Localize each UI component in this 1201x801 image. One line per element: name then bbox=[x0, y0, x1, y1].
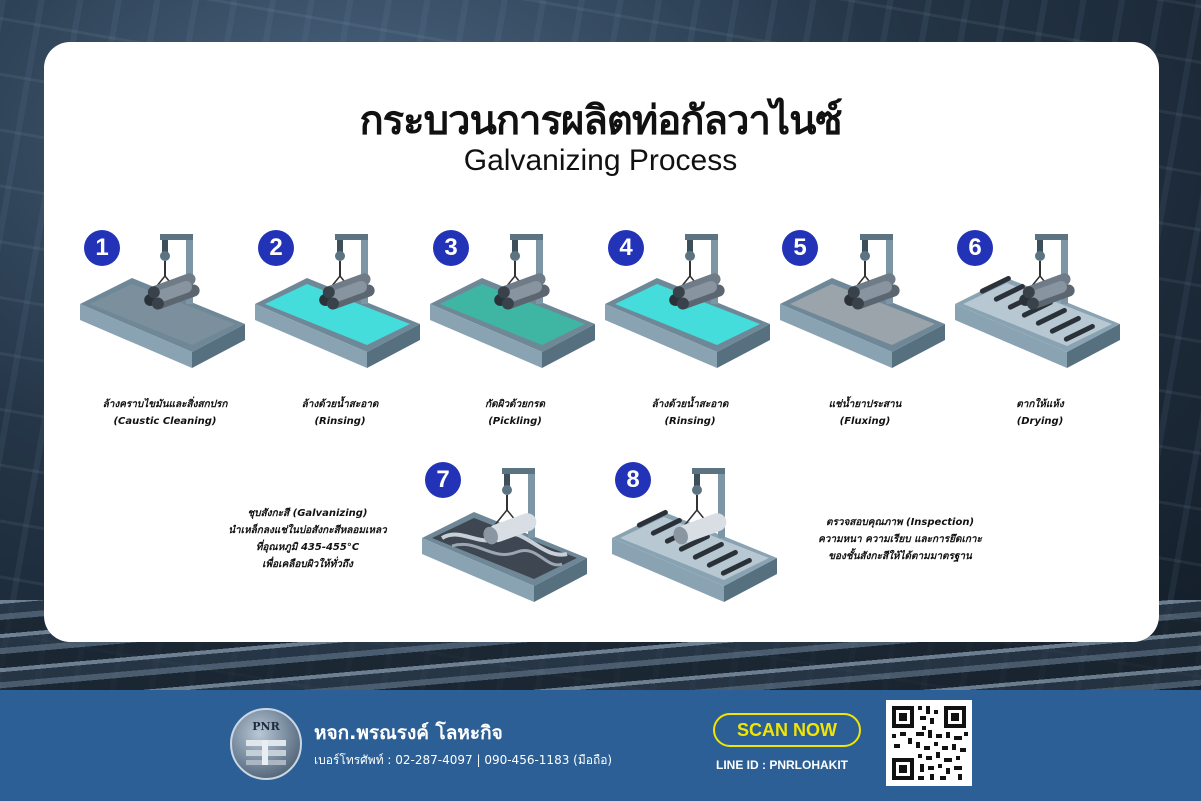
step-number-badge: 6 bbox=[957, 230, 993, 266]
step-caption: ล้างด้วยน้ำสะอาด (Rinsing) bbox=[235, 396, 445, 430]
step-caption: กัดผิวด้วยกรด (Pickling) bbox=[410, 396, 620, 430]
page-title-english: Galvanizing Process bbox=[463, 144, 738, 177]
step-caption-thai: กัดผิวด้วยกรด bbox=[485, 399, 545, 410]
note-line: เพื่อเคลือบผิวให้ทั่วถึง bbox=[262, 559, 353, 570]
note-line: นำเหล็กลงแช่ในบ่อสังกะสีหลอมเหลว bbox=[228, 525, 387, 536]
step-8-description: ตรวจสอบคุณภาพ (Inspection) ความหนา ความเ… bbox=[790, 514, 1010, 565]
qr-code-icon bbox=[886, 700, 972, 786]
footer-bar bbox=[0, 690, 1201, 801]
step-caption-english: (Fluxing) bbox=[839, 416, 891, 427]
fluxing-tank-illustration bbox=[780, 233, 945, 368]
rinsing-tank-illustration bbox=[605, 233, 770, 368]
step-caption-thai: ล้างด้วยน้ำสะอาด bbox=[651, 399, 729, 410]
step-caption-english: (Pickling) bbox=[488, 416, 542, 427]
steel-beam-icon bbox=[246, 740, 286, 765]
logo-text: PNR bbox=[252, 720, 280, 733]
note-line: ของชั้นสังกะสีให้ได้ตามมาตรฐาน bbox=[828, 551, 972, 562]
step-caption: แช่น้ำยาประสาน (Fluxing) bbox=[760, 396, 970, 430]
step-caption-thai: แช่น้ำยาประสาน bbox=[828, 399, 902, 410]
rinsing-tank-illustration bbox=[255, 233, 420, 368]
step-caption: ล้างด้วยน้ำสะอาด (Rinsing) bbox=[585, 396, 795, 430]
galvanizing-tank-illustration bbox=[422, 467, 587, 602]
step-number-badge: 5 bbox=[782, 230, 818, 266]
step-number-badge: 1 bbox=[84, 230, 120, 266]
step-caption: ล้างคราบไขมันและสิ่งสกปรก (Caustic Clean… bbox=[60, 396, 270, 430]
qr-code bbox=[886, 700, 972, 786]
note-line: ตรวจสอบคุณภาพ (Inspection) bbox=[825, 517, 975, 528]
step-caption-thai: ตากให้แห้ง bbox=[1016, 399, 1064, 410]
step-caption-english: (Rinsing) bbox=[664, 416, 716, 427]
step-number-badge: 4 bbox=[608, 230, 644, 266]
note-line: ชุบสังกะสี (Galvanizing) bbox=[247, 508, 368, 519]
note-line: ที่อุณหภูมิ 435-455°C bbox=[255, 542, 360, 553]
step-7-description: ชุบสังกะสี (Galvanizing) นำเหล็กลงแช่ในบ… bbox=[200, 505, 415, 573]
step-number-badge: 7 bbox=[425, 462, 461, 498]
note-line: ความหนา ความเรียบ และการยึดเกาะ bbox=[818, 534, 982, 545]
scan-now-badge: SCAN NOW bbox=[713, 713, 861, 747]
company-logo: PNR bbox=[230, 708, 302, 780]
step-number-badge: 8 bbox=[615, 462, 651, 498]
step-caption-thai: ล้างคราบไขมันและสิ่งสกปรก bbox=[102, 399, 228, 410]
line-id-text: LINE ID : PNRLOHAKIT bbox=[716, 758, 848, 772]
pickling-tank-illustration bbox=[430, 233, 595, 368]
step-number-badge: 2 bbox=[258, 230, 294, 266]
caustic-cleaning-tank-illustration bbox=[80, 233, 245, 368]
phone-numbers: เบอร์โทรศัพท์ : 02-287-4097 | 090-456-11… bbox=[314, 753, 613, 767]
step-caption-thai: ล้างด้วยน้ำสะอาด bbox=[301, 399, 379, 410]
inspection-rack-illustration bbox=[612, 467, 777, 602]
step-number-badge: 3 bbox=[433, 230, 469, 266]
page-title-thai: กระบวนการผลิตท่อกัลวาไนซ์ bbox=[359, 98, 842, 144]
drying-rack-illustration bbox=[955, 233, 1120, 368]
step-caption: ตากให้แห้ง (Drying) bbox=[935, 396, 1145, 430]
company-name: หจก.พรณรงค์ โลหะกิจ bbox=[314, 722, 503, 744]
step-caption-english: (Rinsing) bbox=[314, 416, 366, 427]
step-caption-english: (Drying) bbox=[1016, 416, 1064, 427]
step-caption-english: (Caustic Cleaning) bbox=[113, 416, 217, 427]
